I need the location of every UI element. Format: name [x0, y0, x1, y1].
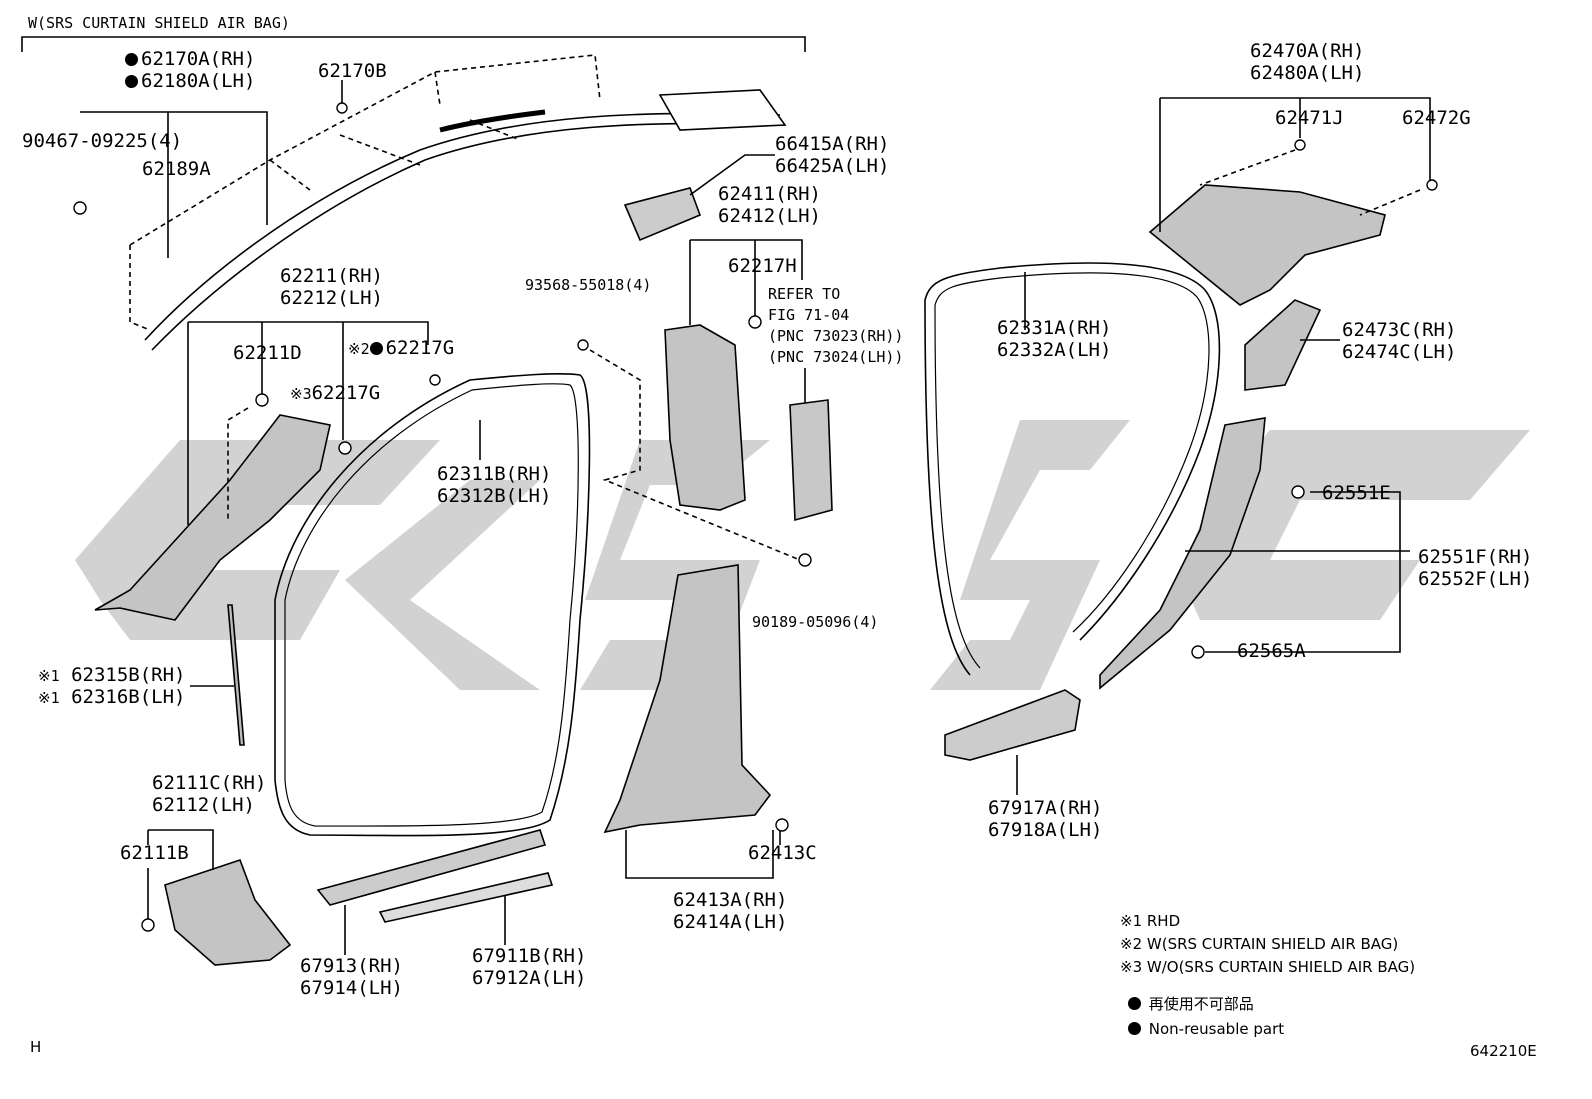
label-62551E: 62551E — [1322, 482, 1391, 504]
rear-door-weatherstrip — [924, 262, 1221, 676]
label-62211D: 62211D — [233, 342, 302, 364]
label-62180A: 62180A(LH) — [125, 70, 255, 92]
label-62170B: 62170B — [318, 60, 387, 82]
label-62472G: 62472G — [1402, 107, 1471, 129]
label-62473C: 62473C(RH) — [1342, 319, 1457, 341]
non-reusable-dot-icon — [1128, 997, 1141, 1010]
header-label: W(SRS CURTAIN SHIELD AIR BAG) — [28, 14, 290, 32]
label-62211: 62211(RH) — [280, 265, 383, 287]
rear-pillar-garnish — [1099, 417, 1266, 690]
legend-non-reusable-jp: 再使用不可部品 — [1128, 993, 1254, 1015]
curtain-airbag-part — [144, 89, 787, 351]
leader-62411 — [689, 239, 803, 325]
label-62551F: 62551F(RH) — [1418, 546, 1533, 568]
airbag-dashed-outline — [129, 54, 601, 331]
quarter-trim-62473C — [1244, 299, 1322, 391]
label-62470A: 62470A(RH) — [1250, 40, 1365, 62]
label-66425A: 66425A(LH) — [775, 155, 890, 177]
legend-note-2: ※2 W(SRS CURTAIN SHIELD AIR BAG) — [1120, 935, 1399, 953]
refer-line-1: REFER TO — [768, 285, 841, 303]
label-62412: 62412(LH) — [718, 205, 821, 227]
label-62217G-wo: ※362217G — [290, 382, 381, 404]
label-62316B: ※1 62316B(LH) — [38, 686, 186, 708]
door-weatherstrip-front — [274, 373, 591, 837]
leader-62170A — [80, 111, 268, 258]
leader-62470A — [1159, 97, 1431, 232]
label-62413C: 62413C — [748, 842, 817, 864]
label-62212: 62212(LH) — [280, 287, 383, 309]
legend-note-3: ※3 W/O(SRS CURTAIN SHIELD AIR BAG) — [1120, 958, 1416, 976]
leader-67913 — [344, 895, 506, 955]
label-62111B: 62111B — [120, 842, 189, 864]
dashed-62471J — [1199, 149, 1421, 216]
label-67917A: 67917A(RH) — [988, 797, 1103, 819]
non-reusable-dot-icon — [125, 53, 138, 66]
leader-66415A — [689, 154, 775, 196]
dashed-93568 — [589, 349, 801, 561]
scuff-plate-rear — [944, 689, 1081, 761]
quarter-trim-upper — [1148, 184, 1386, 306]
label-62112: 62112(LH) — [152, 794, 255, 816]
label-67918A: 67918A(LH) — [988, 819, 1103, 841]
label-90189: 90189-05096(4) — [752, 613, 879, 631]
label-62312B: 62312B(LH) — [437, 485, 552, 507]
scuff-plate-67911B — [378, 872, 554, 923]
pillar-strip-62315B — [227, 604, 245, 746]
label-62189A: 62189A — [142, 158, 211, 180]
header-bracket — [21, 36, 806, 52]
label-62332A: 62332A(LH) — [997, 339, 1112, 361]
label-62111C: 62111C(RH) — [152, 772, 267, 794]
leader-62551F — [1185, 491, 1410, 653]
label-67912A: 67912A(LH) — [472, 967, 587, 989]
center-pillar-upper-garnish — [664, 324, 746, 511]
scuff-plate-67913 — [316, 829, 547, 906]
non-reusable-dot-icon — [1128, 1022, 1141, 1035]
fastener-clips — [73, 102, 1438, 932]
label-93568: 93568-55018(4) — [525, 276, 652, 294]
label-62414A: 62414A(LH) — [673, 911, 788, 933]
refer-line-4: (PNC 73024(LH)) — [768, 348, 904, 366]
label-66415A: 66415A(RH) — [775, 133, 890, 155]
bracket-66415A — [623, 187, 702, 242]
refer-line-2: FIG 71-04 — [768, 306, 850, 324]
non-reusable-dot-icon — [369, 342, 383, 355]
legend-note-1: ※1 RHD — [1120, 912, 1181, 930]
center-pillar-lower-garnish — [603, 564, 772, 834]
label-62471J: 62471J — [1275, 107, 1344, 129]
legend-non-reusable-en: Non-reusable part — [1128, 1018, 1284, 1040]
leader-62111C — [147, 829, 214, 925]
leader-62413A — [625, 830, 774, 879]
front-pillar-garnish — [94, 414, 331, 621]
label-67911B: 67911B(RH) — [472, 945, 587, 967]
kick-panel-62111C — [164, 858, 292, 966]
label-62411: 62411(RH) — [718, 183, 821, 205]
label-62170A: 62170A(RH) — [125, 48, 255, 70]
leader-62211 — [187, 321, 429, 525]
label-62474C: 62474C(LH) — [1342, 341, 1457, 363]
label-62315B: ※1 62315B(RH) — [38, 664, 186, 686]
label-62331A: 62331A(RH) — [997, 317, 1112, 339]
label-62480A: 62480A(LH) — [1250, 62, 1365, 84]
diagram-id: 642210E — [1470, 1042, 1537, 1060]
label-62413A: 62413A(RH) — [673, 889, 788, 911]
label-62565A: 62565A — [1237, 640, 1306, 662]
label-62217H: 62217H — [728, 255, 797, 277]
label-62311B: 62311B(RH) — [437, 463, 552, 485]
non-reusable-dot-icon — [125, 75, 138, 88]
footer-left-code: H — [30, 1038, 42, 1056]
label-90467: 90467-09225(4) — [22, 130, 183, 152]
refer-line-3: (PNC 73023(RH)) — [768, 327, 904, 345]
label-62552F: 62552F(LH) — [1418, 568, 1533, 590]
seatbelt-anchor-cover — [789, 399, 833, 522]
label-67913: 67913(RH) — [300, 955, 403, 977]
label-67914: 67914(LH) — [300, 977, 403, 999]
